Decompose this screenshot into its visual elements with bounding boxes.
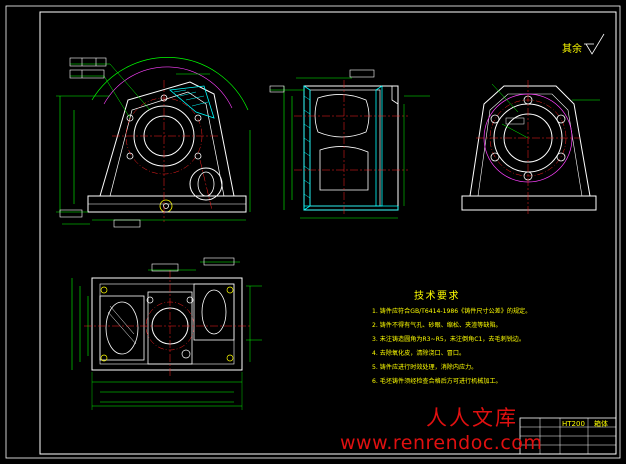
title-block-part-name: 箱体 <box>594 419 608 428</box>
tech-requirement-item: 5. 铸件应进行时效处理，消除内应力。 <box>372 363 477 371</box>
title-block: HT200 箱体 <box>519 417 617 455</box>
tech-requirement-item: 1. 铸件应符合GB/T6414-1986《铸件尺寸公差》的规定。 <box>372 307 531 315</box>
tech-requirement-item: 2. 铸件不得有气孔、砂眼、缩松、夹渣等缺陷。 <box>372 321 502 329</box>
surface-roughness-mark: 其余 <box>562 33 605 55</box>
technical-requirements: 技术要求 1. 铸件应符合GB/T6414-1986《铸件尺寸公差》的规定。 2… <box>372 289 531 385</box>
title-block-material: HT200 <box>562 420 585 428</box>
tech-requirement-item: 4. 去除氧化皮，清除浇口、冒口。 <box>372 349 465 357</box>
rear-view <box>461 80 600 216</box>
side-section-view <box>269 69 430 219</box>
tech-requirements-title: 技术要求 <box>414 289 460 302</box>
front-view <box>56 57 251 228</box>
top-view <box>71 257 262 410</box>
sheet-inner-frame <box>39 11 617 455</box>
tech-requirement-item: 6. 毛坯铸件须经检查合格后方可进行机械加工。 <box>372 377 502 385</box>
watermark-site-name: 人人文库 <box>426 406 518 430</box>
sheet-outer-frame <box>5 5 621 459</box>
surface-mark-label: 其余 <box>562 42 582 55</box>
watermark-url: www.renrendoc.com <box>340 432 543 454</box>
tech-requirement-item: 3. 未注铸造圆角为R3~R5，未注倒角C1，去毛刺锐边。 <box>372 335 525 343</box>
